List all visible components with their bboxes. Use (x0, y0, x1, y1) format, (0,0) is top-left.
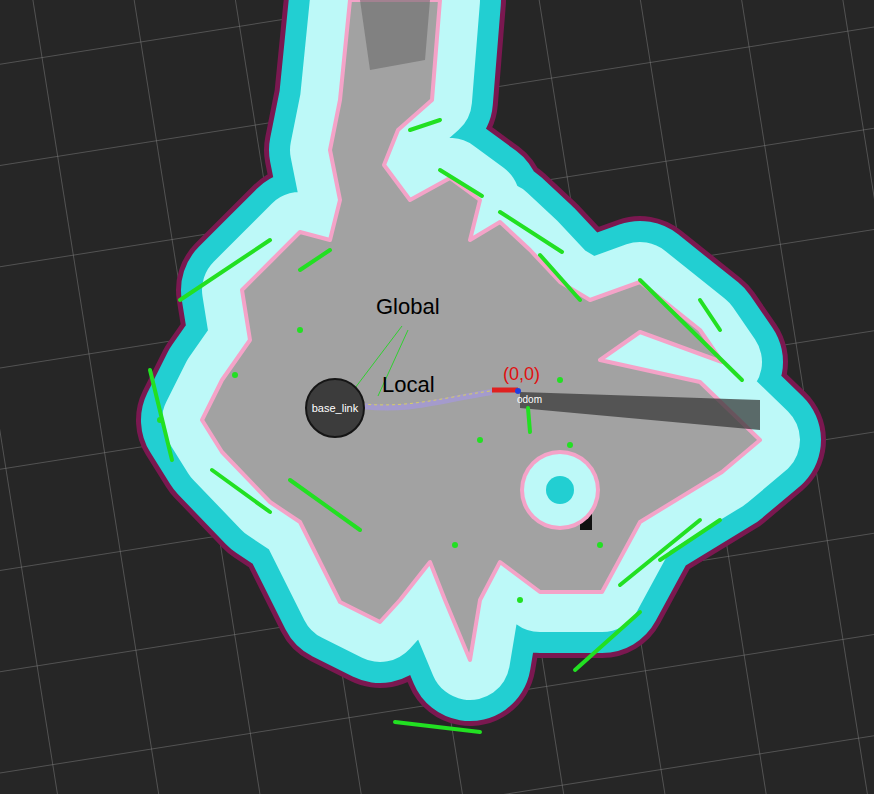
robot-footprint: base_link (305, 378, 365, 438)
costmap (150, 0, 760, 732)
origin-label: (0,0) (503, 364, 540, 385)
frame-label: odom (517, 394, 542, 405)
annotation-label: Local (382, 372, 435, 398)
frame-label: base_link (312, 402, 358, 414)
annotation-label: Global (376, 294, 440, 320)
